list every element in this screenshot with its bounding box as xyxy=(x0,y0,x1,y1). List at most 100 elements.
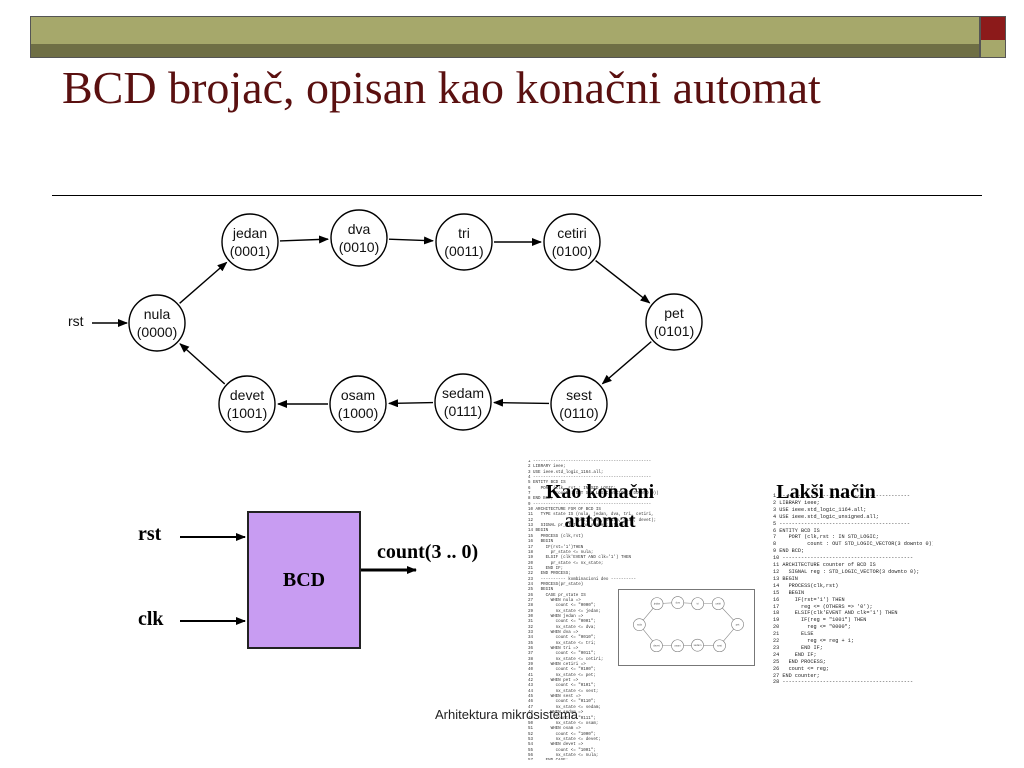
state-nodes: nula(0000)jedan(0001)dva(0010)tri(0011)c… xyxy=(128,209,703,433)
state-code: (0111) xyxy=(444,403,482,419)
code-line: 3 USE ieee.std_logic_1164.all; xyxy=(528,470,604,475)
state-pet: pet(0101) xyxy=(645,293,703,351)
code-line: 21 ELSE xyxy=(773,631,814,638)
code-line: 16 BEGIN xyxy=(528,540,554,545)
thumbnail-state-label: tri xyxy=(697,602,700,606)
state-code: (0101) xyxy=(654,323,694,339)
state-code: (1001) xyxy=(227,405,267,421)
code-line: 37 count <= "0011"; xyxy=(528,652,596,657)
bcd-block-label: BCD xyxy=(282,568,326,591)
state-circle xyxy=(434,373,492,431)
code-line: 8 END BCD; xyxy=(528,497,554,502)
transition-arrow xyxy=(279,235,330,244)
code-line: 33 WHEN dva => xyxy=(528,631,579,635)
code-line: 28 -------------------------------------… xyxy=(773,679,914,686)
code-line: 53 nx_state <= devet; xyxy=(528,737,601,742)
transition-arrow xyxy=(492,398,550,407)
thumbnail-state xyxy=(650,639,663,653)
code-line: 41 nx_state <= pet; xyxy=(528,673,596,678)
code-line: 12 pet, sest, sedam, osam, devet); xyxy=(528,518,657,523)
code-line: 39 WHEN cetiri => xyxy=(528,663,586,668)
transition-arrow xyxy=(388,236,435,245)
code-line: 26 count <= reg; xyxy=(773,665,830,672)
state-nula: nula(0000) xyxy=(128,294,186,352)
code-line: 11 TYPE state IS (nula, jedan, dva, tri,… xyxy=(528,513,654,518)
code-line: 9 END BCD; xyxy=(773,548,805,555)
code-line: 10 -------------------------------------… xyxy=(773,555,914,562)
count-output-label: count(3 .. 0) xyxy=(377,541,479,563)
corner-accent-red xyxy=(980,16,1006,42)
thumbnail-state xyxy=(671,596,685,609)
title-divider xyxy=(52,195,982,196)
code-line: 18 pr_state <= nula; xyxy=(528,550,594,555)
code-line: 25 END PROCESS; xyxy=(773,658,826,665)
state-diagram: nula(0000)jedan(0001)dva(0010)tri(0011)c… xyxy=(68,209,703,433)
state-devet: devet(1001) xyxy=(218,375,276,433)
code-line: 50 nx_state <= osam; xyxy=(528,721,599,726)
thumbnail-state-label: dva xyxy=(676,601,681,605)
state-circle xyxy=(218,375,276,433)
state-sedam: sedam(0111) xyxy=(434,373,492,431)
state-circle xyxy=(550,375,608,433)
thumbnail-state-label: nula xyxy=(637,623,642,627)
state-code: (0110) xyxy=(559,405,598,421)
code-line: 4 USE ieee.std_logic_unsigned.all; xyxy=(773,513,879,520)
code-line: 56 nx_state <= nula; xyxy=(528,753,599,758)
fsm-caption: Kao konačni automat xyxy=(545,481,655,532)
transition-arrow xyxy=(179,343,226,385)
state-dva: dva(0010) xyxy=(330,209,388,267)
thumbnail-state xyxy=(691,597,704,610)
reset-label: rst xyxy=(68,313,84,329)
code-line: 15 PROCESS (clk,rst) xyxy=(528,534,584,539)
code-line: 18 ELSIF(clk'EVENT AND clk='1') THEN xyxy=(773,610,898,617)
code-line: 5 --------------------------------------… xyxy=(773,520,910,527)
bcd-block: BCD xyxy=(247,511,361,649)
code-line: 14 PROCESS(clk,rst) xyxy=(773,582,839,589)
code-line: 1 --------------------------------------… xyxy=(773,493,910,499)
code-line: 34 count <= "0010"; xyxy=(528,636,596,641)
code-line: 9 --------------------------------------… xyxy=(528,502,652,507)
code-line: 3 USE ieee.std_logic_1164.all; xyxy=(773,506,867,513)
code-line: 11 ARCHITECTURE counter of BCD IS xyxy=(773,562,876,569)
code-line: 49 count <= "0111"; xyxy=(528,716,596,721)
state-code: (0001) xyxy=(230,243,270,259)
code-line: 19 ELSIF (clk'EVENT AND clk='1') THEN xyxy=(528,556,632,561)
state-tri: tri(0011) xyxy=(435,213,493,271)
code-line: 42 WHEN pet => xyxy=(528,679,579,684)
slide-title: BCD brojač, opisan kao konačni automat xyxy=(62,62,821,113)
code-line: 14 BEGIN xyxy=(528,529,549,534)
code-line: 6 ENTITY BCD IS xyxy=(773,527,820,534)
thumbnail-state xyxy=(671,639,684,653)
code-line: 23 ---------- kombinacioni deo ---------… xyxy=(528,577,637,582)
code-line: 55 count <= "1001"; xyxy=(528,748,596,753)
code-line: 5 ENTITY BCD IS xyxy=(528,481,566,486)
code-line: 28 count <= "0000"; xyxy=(528,604,596,609)
code-line: 54 WHEN devet => xyxy=(528,743,584,748)
code-line: 30 WHEN jedan => xyxy=(528,614,584,619)
code-line: 22 END PROCESS; xyxy=(528,572,571,577)
corner-accent-olive xyxy=(980,40,1006,58)
code-line: 1 --------------------------------------… xyxy=(528,460,652,464)
thumbnail-state-label: jedan xyxy=(653,602,661,606)
code-line: 10 ARCHITECTURE FSM OF BCD IS xyxy=(528,508,601,513)
transition-arrow xyxy=(595,259,651,304)
code-line: 43 count <= "0101"; xyxy=(528,684,596,689)
state-code: (0011) xyxy=(444,243,483,259)
code-line: 7 count : OUT STD_LOGIC_VECTOR(3 DOWNTO … xyxy=(528,492,658,497)
code-line: 20 reg <= "0000"; xyxy=(773,624,851,631)
code-line: 24 PROCESS(pr_state) xyxy=(528,582,584,587)
state-circle xyxy=(543,213,601,271)
code-line: 48 WHEN sedam => xyxy=(528,711,584,716)
thumbnail-state xyxy=(650,597,664,610)
rst-input-label: rst xyxy=(138,523,162,545)
transition-arrow xyxy=(601,341,652,385)
thumbnail-state xyxy=(691,638,704,652)
code-line: 26 CASE pr_state IS xyxy=(528,593,586,598)
state-name: sest xyxy=(566,387,592,403)
code-line: 2 LIBRARY ieee; xyxy=(773,499,820,506)
thumbnail-state xyxy=(711,597,725,610)
code-line: 46 count <= "0110"; xyxy=(528,700,596,705)
code-line: 47 nx_state <= sedam; xyxy=(528,705,601,710)
